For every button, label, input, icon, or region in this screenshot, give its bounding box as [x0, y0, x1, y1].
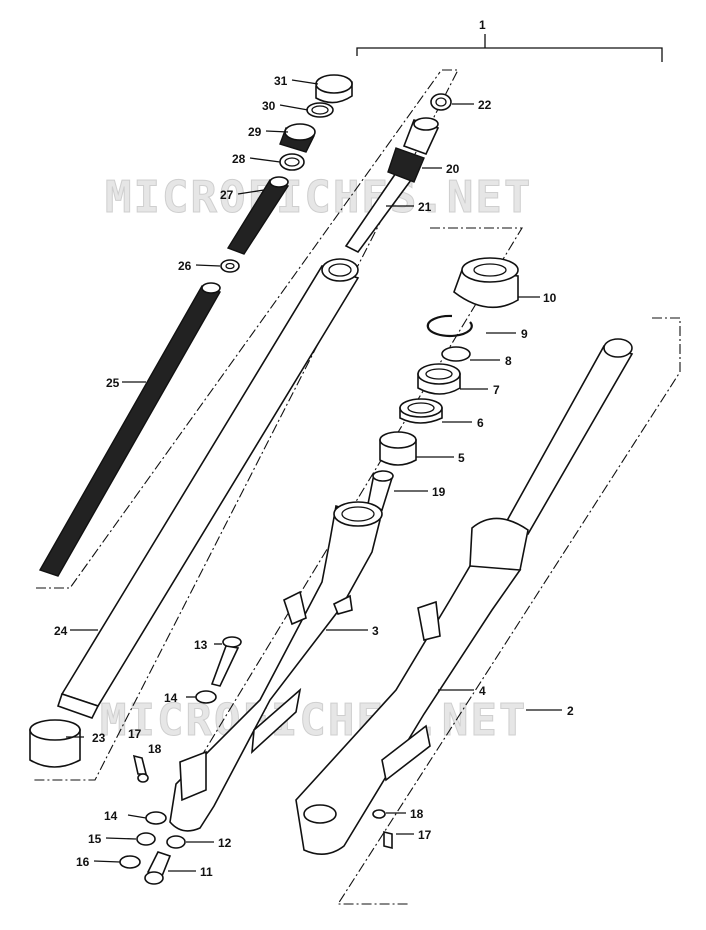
callout-18-right: 18	[410, 807, 424, 821]
callout-9: 9	[521, 327, 528, 341]
part-6-seal-spacer	[399, 398, 443, 424]
callout-4: 4	[479, 684, 486, 698]
callout-7: 7	[493, 383, 500, 397]
part-19-slide-bushing	[367, 470, 394, 512]
part-23-oil-lock	[29, 719, 81, 768]
part-12-washer	[166, 835, 186, 849]
callout-29: 29	[248, 125, 262, 139]
part-13-bolt	[210, 636, 242, 687]
part-30-o-ring	[306, 102, 334, 118]
callout-31: 31	[274, 74, 288, 88]
callout-22: 22	[478, 98, 492, 112]
part-14-washer-top	[195, 690, 217, 704]
part-27-spring	[226, 176, 290, 255]
part-17-bolt-left	[132, 754, 148, 775]
callout-11: 11	[200, 865, 213, 879]
part-20-piston-ring	[387, 147, 425, 183]
callout-14-bottom: 14	[104, 809, 118, 823]
callout-17-right: 17	[418, 828, 432, 842]
callout-17-left: 17	[128, 727, 142, 741]
part-17-bolt-right	[383, 830, 393, 850]
part-5-guide-bushing	[379, 431, 417, 466]
callout-18-left: 18	[148, 742, 162, 756]
callout-12: 12	[218, 836, 232, 850]
part-16-nut	[119, 855, 141, 869]
part-18-washer-right	[372, 809, 386, 819]
callout-30: 30	[262, 99, 276, 113]
callout-16: 16	[76, 855, 90, 869]
callout-3: 3	[372, 624, 379, 638]
watermark-top: MICROFICHES.NET	[105, 172, 532, 223]
callout-5: 5	[458, 451, 465, 465]
callout-14-top: 14	[164, 691, 178, 705]
part-25-fork-spring	[38, 282, 222, 577]
part-29-cap-bolt	[279, 123, 316, 153]
part-7-oil-seal	[417, 363, 461, 395]
callout-10: 10	[543, 291, 557, 305]
watermark-bottom: MICROFICHES.NET	[100, 695, 527, 746]
callout-24: 24	[54, 624, 68, 638]
callout-2: 2	[567, 704, 574, 718]
part-20-rod-top	[402, 117, 440, 156]
callout-8: 8	[505, 354, 512, 368]
part-2-fork-assembly	[295, 338, 634, 855]
callout-19: 19	[432, 485, 446, 499]
callout-1: 1	[479, 18, 486, 32]
part-14-washer-bottom	[145, 811, 167, 825]
callout-27: 27	[220, 188, 234, 202]
callout-23: 23	[92, 731, 106, 745]
part-22-spring	[430, 93, 452, 111]
part-15-nut	[136, 832, 156, 846]
part-10-dust-seal	[453, 257, 519, 309]
bracket-1	[356, 34, 663, 62]
part-31-cap	[315, 74, 353, 104]
part-9-circlip	[426, 314, 473, 338]
callout-28: 28	[232, 152, 246, 166]
callout-15: 15	[88, 832, 102, 846]
callout-26: 26	[178, 259, 192, 273]
callout-25: 25	[106, 376, 120, 390]
callout-20: 20	[446, 162, 460, 176]
part-18-washer-left	[137, 773, 149, 783]
part-11-bolt	[144, 851, 172, 885]
leader-lines	[66, 79, 562, 872]
part-3-outer-tube	[169, 501, 383, 832]
callout-13: 13	[194, 638, 208, 652]
part-28-o-ring	[279, 153, 305, 171]
part-26-washer	[220, 259, 240, 273]
part-8-washer	[441, 346, 471, 362]
part-24-inner-tube	[56, 258, 360, 719]
callout-6: 6	[477, 416, 484, 430]
callout-21: 21	[418, 200, 432, 214]
